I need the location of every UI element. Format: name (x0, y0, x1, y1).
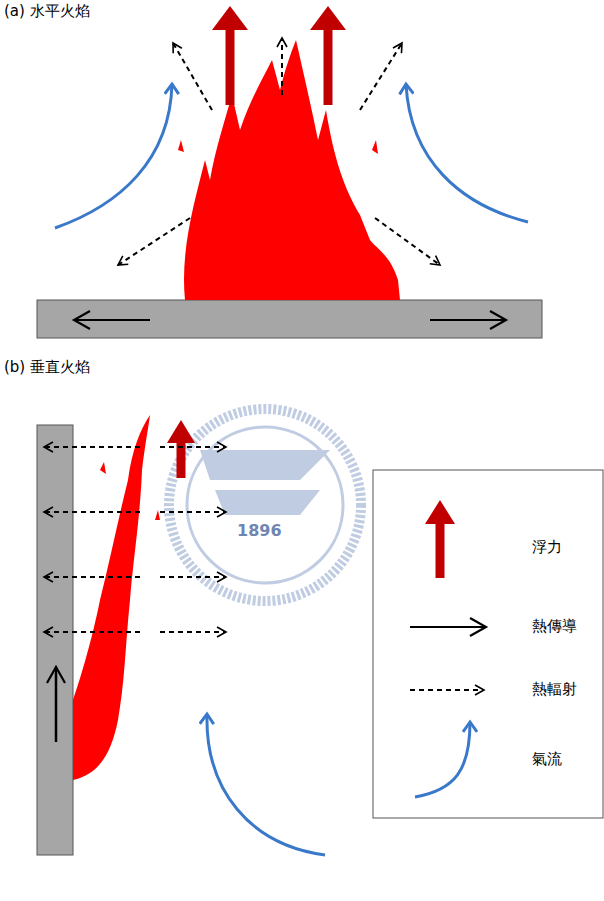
legend-label: 浮力 (532, 538, 562, 556)
legend-label: 氣流 (532, 750, 562, 768)
panel-title: (a) 水平火焰 (4, 2, 90, 20)
watermark-number: 1896 (237, 521, 282, 540)
legend-label: 熱輻射 (532, 680, 577, 698)
watermark (169, 409, 361, 601)
panel-title: (b) 垂直火焰 (4, 358, 90, 376)
legend-label: 熱傳導 (532, 617, 577, 635)
